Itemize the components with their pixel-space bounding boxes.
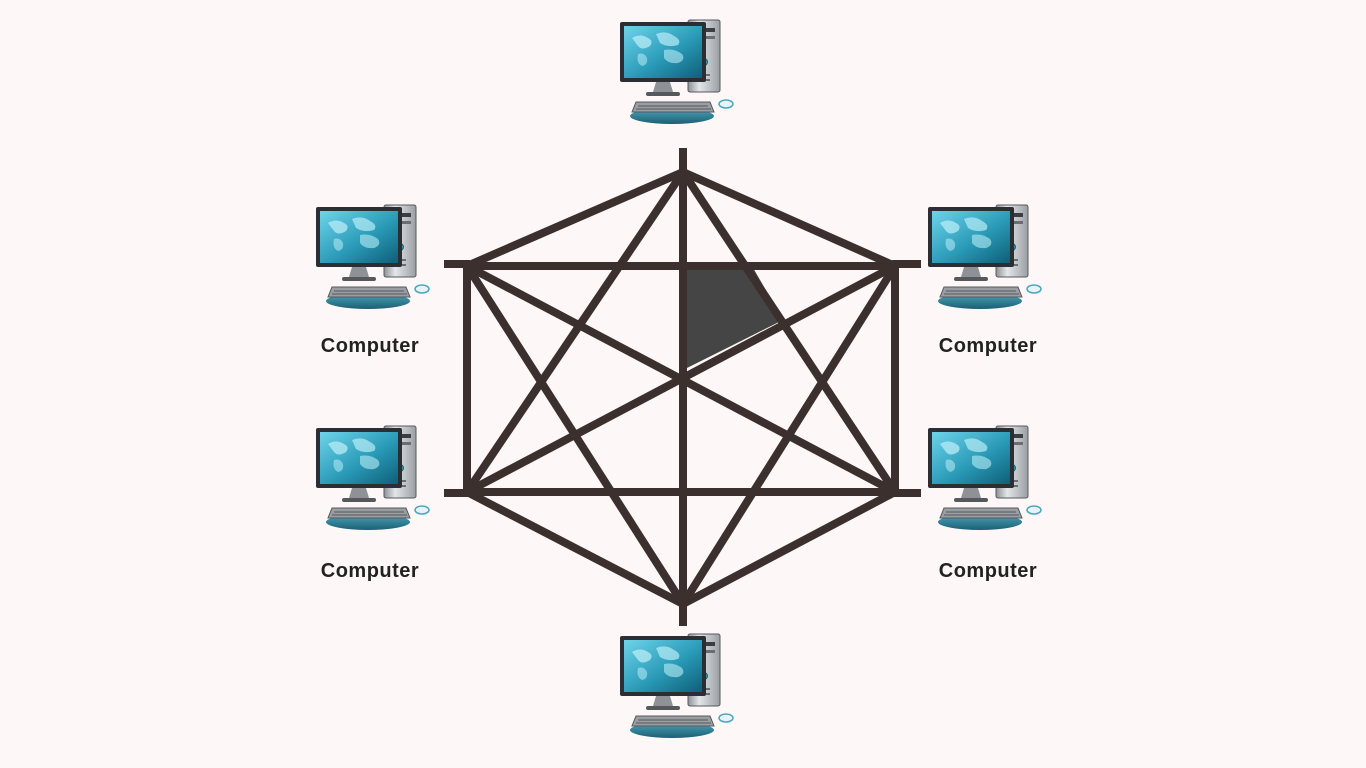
computer-icon [927,204,1042,310]
computer-icon [315,204,430,310]
computer-label-upper-left: Computer [320,335,420,357]
computer-label-upper-right: Computer [938,335,1038,357]
computer-icon [619,633,734,739]
computer-label-lower-right: Computer [938,560,1038,582]
computer-icon [619,19,734,125]
link-lower-left-upper-right [465,262,897,496]
mesh-links [444,148,921,626]
computer-label-lower-left: Computer [320,560,420,582]
computer-icon [927,425,1042,531]
computer-icon [315,425,430,531]
